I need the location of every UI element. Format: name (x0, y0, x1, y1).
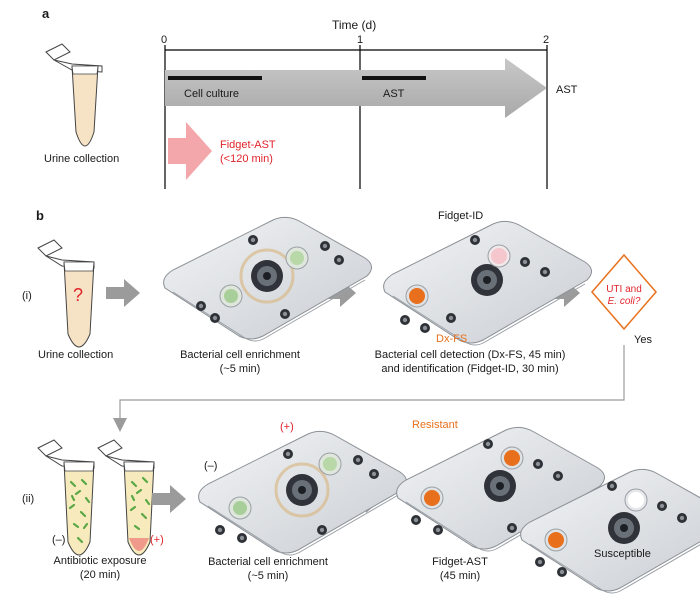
panel-b-row-i-graphics (37, 216, 657, 432)
susceptible-chip (520, 468, 700, 594)
fidget-ast-time-b: (45 min) (439, 570, 481, 582)
enrich-label-2: Bacterial cell enrichment (208, 556, 328, 568)
antibiotic-exposure-time: (20 min) (79, 569, 121, 581)
diamond-text-1: UTI and (606, 284, 642, 295)
antibiotic-plus-label: (+) (150, 534, 164, 546)
urine-collection-label-b: Urine collection (38, 349, 114, 361)
fidget-ast-time-a: (<120 min) (220, 153, 273, 165)
fidget-ast-arrow (168, 122, 212, 180)
antibiotic-exposure-label: Antibiotic exposure (53, 555, 147, 567)
ast-end-label: AST (556, 84, 578, 96)
tick-label-2: 2 (543, 34, 550, 46)
enrich-time: (~5 min) (219, 363, 261, 375)
question-mark: ? (73, 285, 84, 305)
enrichment-chip (163, 216, 373, 342)
loop-back-line (119, 345, 625, 420)
panel-b-row-ii-graphics (37, 426, 700, 594)
tick-label-0: 0 (161, 34, 168, 46)
cell-culture-bar (168, 76, 262, 80)
control-tube-icon (37, 439, 95, 556)
dx-fs-label: Dx-FS (436, 333, 468, 345)
row-i-label: (i) (22, 290, 32, 302)
tick-label-1: 1 (357, 34, 364, 46)
flow-arrow-4 (152, 485, 186, 513)
identification-label: and identification (Fidget-ID, 30 min) (381, 363, 559, 375)
fidget-ast-label-b: Fidget-AST (432, 556, 488, 568)
diamond-text-2: E. coli? (607, 296, 641, 307)
chip-plus-label: (+) (280, 421, 294, 433)
fidget-id-label: Fidget-ID (438, 210, 484, 222)
detection-label: Bacterial cell detection (Dx-FS, 45 min) (374, 349, 566, 361)
time-axis-label: Time (d) (332, 18, 377, 32)
ast-inner-label: AST (383, 88, 405, 100)
enrich-time-2: (~5 min) (247, 570, 289, 582)
enrichment-chip-2 (198, 430, 408, 556)
flow-arrow-1 (106, 279, 140, 307)
panel-a-graphics (45, 43, 548, 189)
cell-culture-label: Cell culture (184, 88, 240, 100)
antibiotic-tube-icon (97, 439, 155, 556)
loop-back-arrowhead (113, 418, 127, 432)
resistant-label: Resistant (412, 419, 458, 431)
panel-b-letter: b (36, 208, 44, 223)
enrich-label: Bacterial cell enrichment (180, 349, 300, 361)
urine-tube-icon (37, 239, 95, 348)
susceptible-label: Susceptible (594, 548, 651, 560)
panel-a-letter: a (42, 6, 50, 21)
urine-collection-label-a: Urine collection (44, 153, 120, 165)
ast-bar (362, 76, 426, 80)
fidget-ast-label-a: Fidget-AST (220, 139, 276, 151)
control-minus-label: (–) (52, 534, 66, 546)
chip-minus-label: (–) (204, 460, 218, 472)
decision-diamond (591, 253, 657, 331)
conventional-workflow-arrow (165, 58, 547, 118)
resistant-chip (396, 426, 606, 552)
yes-label: Yes (634, 334, 652, 346)
detection-chip (383, 220, 593, 346)
urine-tube-icon (45, 43, 103, 147)
row-ii-label: (ii) (22, 493, 35, 505)
